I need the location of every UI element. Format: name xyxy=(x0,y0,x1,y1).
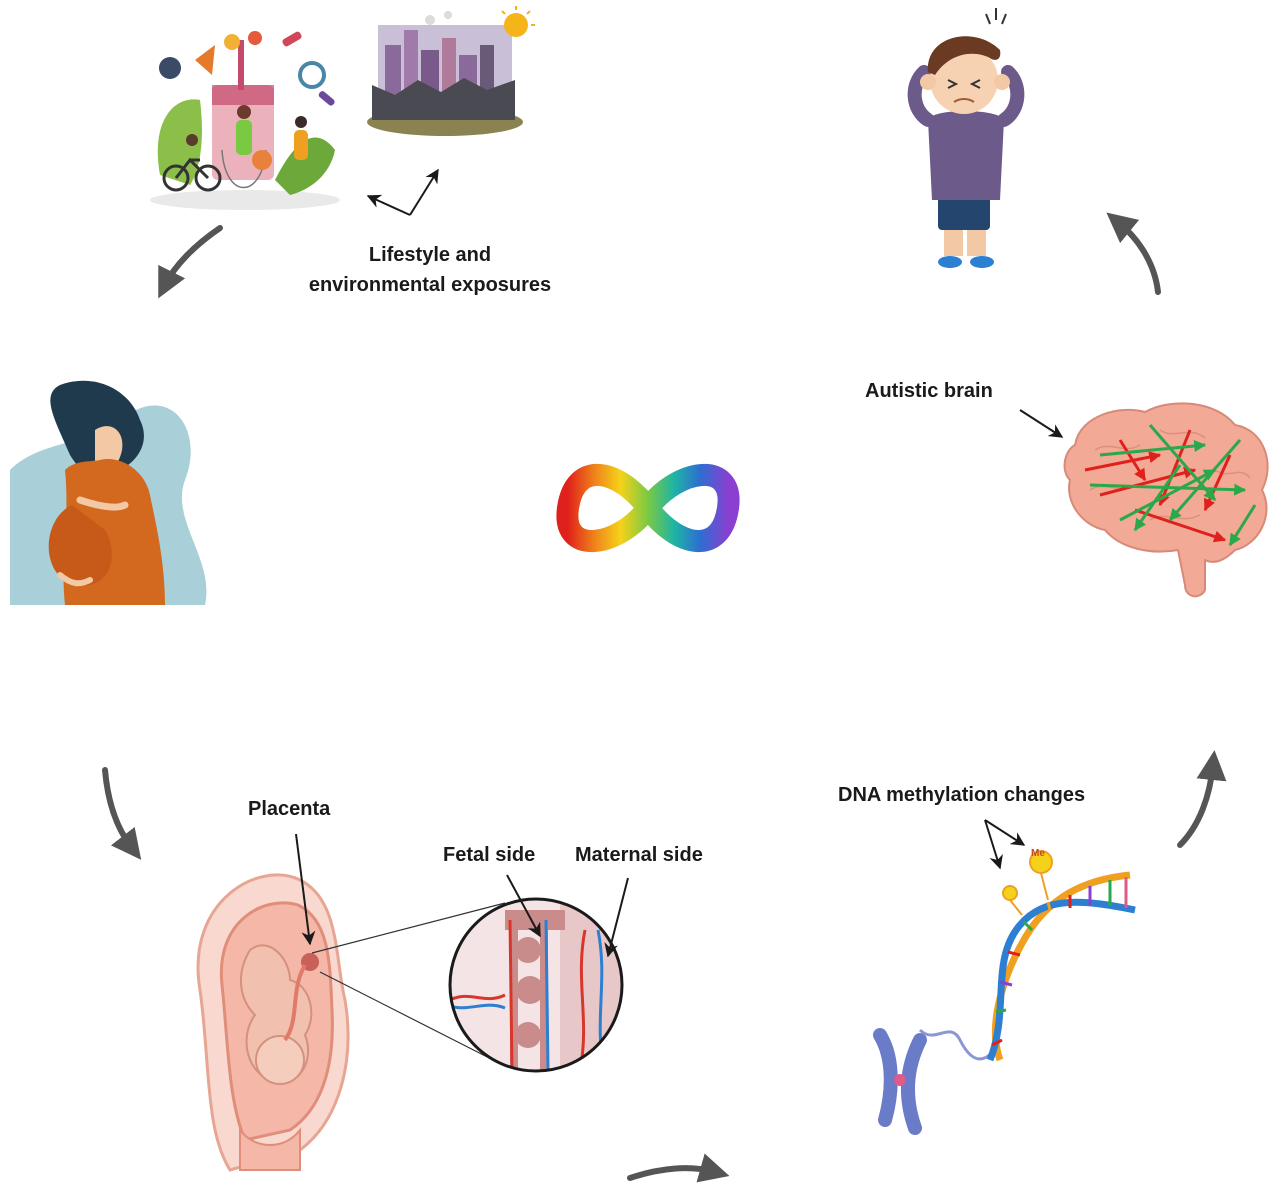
lifestyle-label-line2: environmental exposures xyxy=(308,274,552,296)
autistic-brain-illustration xyxy=(1063,402,1269,598)
placenta-label: Placenta xyxy=(248,798,331,820)
cycle-arrow-brain-to-child xyxy=(1106,212,1161,295)
healthy-lifestyle-illustration xyxy=(150,31,340,210)
cycle-arrow-dna-to-brain xyxy=(1177,750,1227,848)
factory-pollution-illustration xyxy=(367,6,535,136)
dna-methylation-pointers xyxy=(984,819,1026,870)
autistic-brain-pointer xyxy=(1019,409,1064,438)
autistic-brain-label: Autistic brain xyxy=(865,380,993,402)
placenta-zoom-lines xyxy=(311,902,506,1067)
rainbow-infinity-symbol xyxy=(556,463,740,553)
lifestyle-label-line1: Lifestyle and xyxy=(368,244,492,266)
dna-methylation-label: DNA methylation changes xyxy=(838,784,1086,806)
placenta-magnified-illustration xyxy=(448,897,624,1073)
dna-helix-chromosome-illustration xyxy=(873,850,1136,1135)
fetal-side-label: Fetal side xyxy=(443,844,536,866)
cycle-arrow-pregnancy-to-placenta xyxy=(102,767,142,860)
maternal-side-label: Maternal side xyxy=(575,844,703,866)
cycle-arrow-lifestyle-to-pregnancy xyxy=(158,225,223,299)
cycle-arrows xyxy=(102,212,1227,1183)
methyl-mark-label: Me xyxy=(1031,848,1045,859)
pregnant-woman-illustration xyxy=(10,380,207,605)
lifestyle-pointer-arrows xyxy=(366,168,439,216)
pregnant-uterus-illustration xyxy=(196,873,350,1172)
placenta-label-pointers xyxy=(295,833,629,958)
lifestyle-label: Lifestyle and environmental exposures xyxy=(260,240,600,300)
cycle-arrow-placenta-to-dna xyxy=(627,1153,730,1183)
stressed-child-illustration xyxy=(907,8,1025,268)
